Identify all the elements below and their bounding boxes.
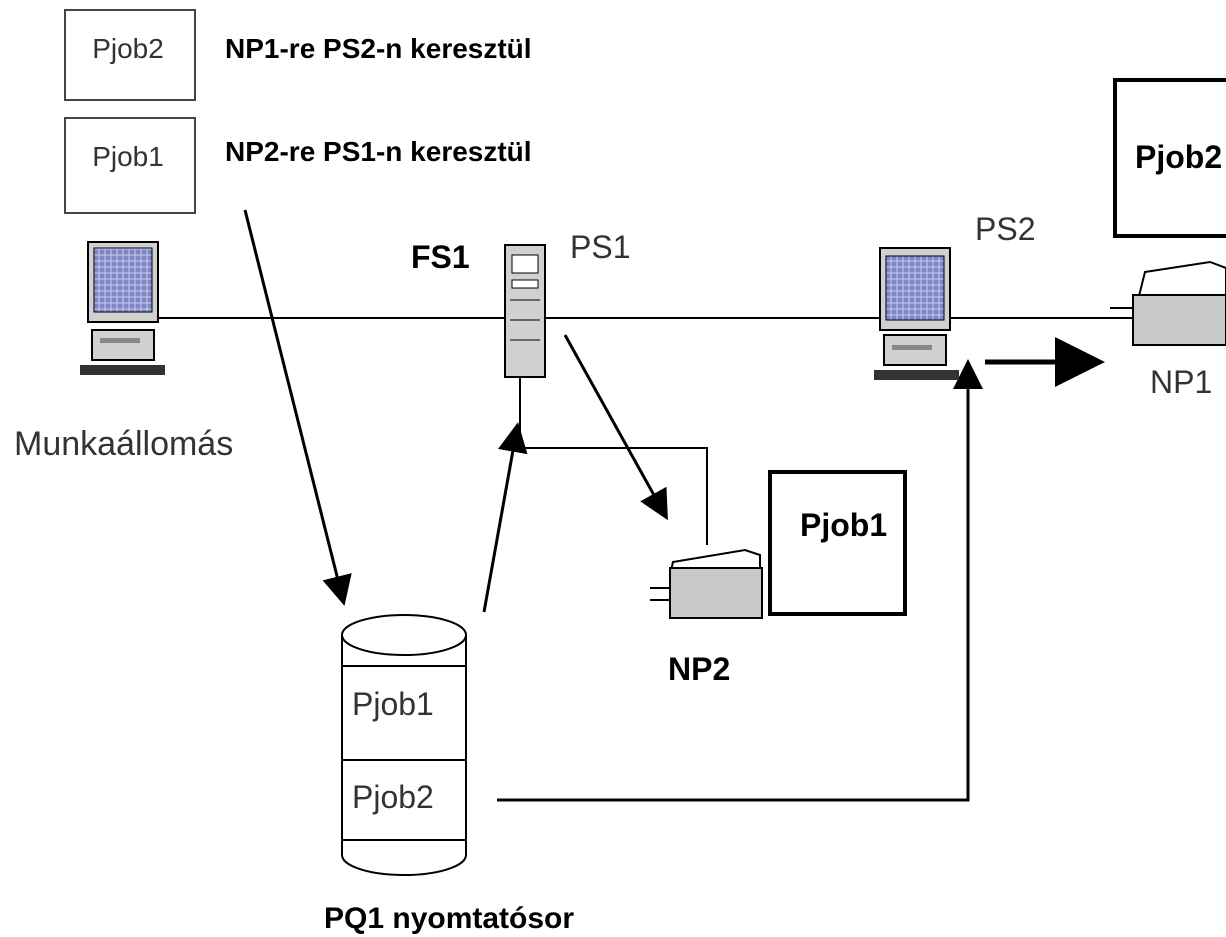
legend-job-label: Pjob1 <box>92 141 164 172</box>
np2-job-label: Pjob1 <box>800 507 887 543</box>
server-tower-icon <box>504 244 546 378</box>
workstation-computer-icon <box>80 241 165 375</box>
arrow-workstation-to-queue <box>243 209 352 606</box>
arrow-ps1-to-np2 <box>563 334 668 521</box>
np1-label: NP1 <box>1150 364 1212 400</box>
arrow-queue-to-fs1 <box>482 422 528 613</box>
np2-label: NP2 <box>668 651 730 687</box>
legend-route-label: NP2-re PS1-n keresztül <box>225 136 532 167</box>
np2-connection-line <box>519 370 708 545</box>
queue-caption: PQ1 nyomtatósor <box>324 902 574 935</box>
legend-job-label: Pjob2 <box>92 33 164 64</box>
queue-job-label: Pjob2 <box>352 779 434 815</box>
legend-job-box <box>64 9 196 101</box>
legend-item-pjob2: Pjob2 NP1-re PS2-n keresztül <box>64 9 532 101</box>
queue-job-label: Pjob1 <box>352 686 434 722</box>
pjob2-route-line <box>497 359 983 802</box>
np2-job-box <box>768 470 907 616</box>
legend-route-label: NP1-re PS2-n keresztül <box>225 33 532 64</box>
ps2-label: PS2 <box>975 211 1035 247</box>
np1-job-box <box>1113 78 1226 238</box>
workstation-label: Munkaállomás <box>14 425 233 463</box>
ps1-label: PS1 <box>570 229 630 265</box>
fs1-label: FS1 <box>411 239 470 275</box>
np1-printer-icon <box>1110 260 1226 346</box>
legend-job-box <box>64 117 196 214</box>
np2-printer-icon <box>650 548 763 619</box>
ps2-computer-icon <box>874 247 959 380</box>
print-queue-cylinder <box>341 614 467 876</box>
np1-job-label: Pjob2 <box>1135 139 1222 175</box>
legend-item-pjob1: Pjob1 NP2-re PS1-n keresztül <box>64 117 532 214</box>
